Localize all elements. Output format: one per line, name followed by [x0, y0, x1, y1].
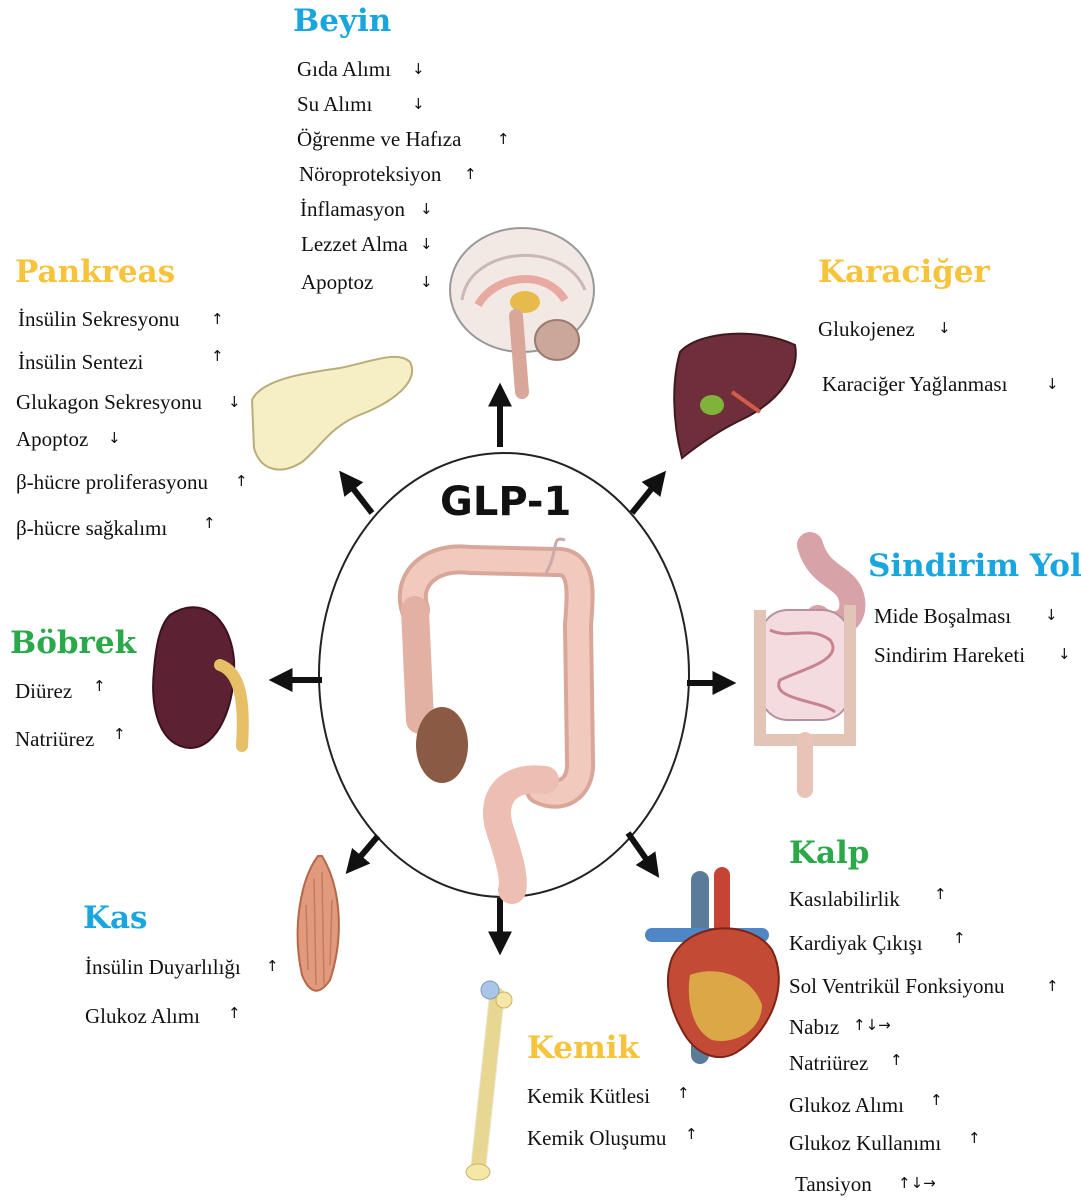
liver-effect-label: Glukojenez: [818, 319, 915, 340]
digestive-illustration: [760, 545, 852, 790]
brain-effect-label: Gıda Alımı: [297, 59, 391, 80]
brain-effect-label: Su Alımı: [297, 94, 372, 115]
heart-effect-arrow: ↑: [953, 931, 966, 946]
kidney-illustration: [153, 607, 243, 748]
brain-effect-arrow: ↓: [420, 275, 433, 290]
liver-title: Karaciğer: [818, 257, 990, 288]
kidney-effect-arrow: ↑: [93, 679, 106, 694]
pancreas-effect-label: Glukagon Sekresyonu: [16, 392, 202, 413]
heart-effect-label: Sol Ventrikül Fonksiyonu: [789, 976, 1004, 997]
bone-title: Kemik: [527, 1033, 639, 1064]
brain-effect-arrow: ↓: [412, 62, 425, 77]
digestive-effect-arrow: ↓: [1058, 647, 1071, 662]
heart-effect-label: Nabız: [789, 1017, 839, 1038]
pancreas-effect-arrow: ↑: [211, 312, 224, 327]
heart-effect-arrow: ↑: [1046, 979, 1059, 994]
brain-effect-arrow: ↓: [412, 97, 425, 112]
heart-effect-arrow: ↑: [930, 1093, 943, 1108]
brain-effect-label: İnflamasyon: [300, 199, 405, 220]
heart-effect-label: Glukoz Alımı: [789, 1095, 904, 1116]
pancreas-effect-label: İnsülin Sekresyonu: [18, 309, 180, 330]
pancreas-title: Pankreas: [15, 257, 175, 288]
muscle-title: Kas: [83, 903, 147, 934]
kidney-effect-label: Diürez: [15, 681, 72, 702]
heart-effect-label: Natriürez: [789, 1053, 868, 1074]
heart-effect-label: Glukoz Kullanımı: [789, 1133, 941, 1154]
digestive-effect-label: Sindirim Hareketi: [874, 645, 1025, 666]
brain-effect-label: Öğrenme ve Hafıza: [297, 129, 461, 150]
digestive-effect-label: Mide Boşalması: [874, 606, 1011, 627]
brain-illustration: [450, 228, 594, 392]
arrow-to-liver: [632, 482, 657, 513]
digestive-effect-arrow: ↓: [1045, 608, 1058, 623]
liver-effect-arrow: ↓: [938, 321, 951, 336]
bone-effect-arrow: ↑: [685, 1127, 698, 1142]
pancreas-effect-arrow: ↓: [108, 431, 121, 446]
brain-effect-arrow: ↑: [464, 167, 477, 182]
bone-effect-label: Kemik Kütlesi: [527, 1086, 650, 1107]
muscle-effect-label: İnsülin Duyarlılığı: [85, 957, 241, 978]
heart-title: Kalp: [789, 838, 869, 869]
kidney-title: Böbrek: [10, 628, 136, 659]
arrow-to-heart: [628, 833, 651, 866]
brain-effect-label: Lezzet Alma: [301, 234, 408, 255]
muscle-illustration: [298, 856, 339, 991]
heart-effect-label: Kardiyak Çıkışı: [789, 933, 923, 954]
liver-illustration: [674, 334, 796, 458]
bone-effect-label: Kemik Oluşumu: [527, 1128, 666, 1149]
pancreas-effect-label: β-hücre proliferasyonu: [16, 472, 208, 493]
pancreas-effect-label: İnsülin Sentezi: [18, 352, 143, 373]
digestive-title: Sindirim Yolu: [868, 551, 1081, 582]
arrow-to-pancreas: [348, 482, 372, 513]
heart-effect-arrow: ↑: [890, 1053, 903, 1068]
arrow-to-muscle: [355, 836, 378, 863]
bone-illustration: [466, 981, 512, 1180]
bone-effect-arrow: ↑: [677, 1086, 690, 1101]
liver-effect-arrow: ↓: [1046, 377, 1059, 392]
brain-title: Beyin: [293, 6, 391, 37]
pancreas-effect-arrow: ↑: [203, 516, 216, 531]
kidney-effect-label: Natriürez: [15, 729, 94, 750]
muscle-effect-arrow: ↑: [228, 1006, 241, 1021]
muscle-effect-label: Glukoz Alımı: [85, 1006, 200, 1027]
heart-effect-arrow: ↑↓→: [898, 1176, 936, 1191]
pancreas-effect-label: Apoptoz: [16, 429, 88, 450]
muscle-effect-arrow: ↑: [266, 959, 279, 974]
brain-effect-arrow: ↓: [420, 202, 433, 217]
brain-effect-label: Apoptoz: [301, 272, 373, 293]
kidney-effect-arrow: ↑: [113, 727, 126, 742]
pancreas-illustration: [252, 357, 412, 470]
center-title: GLP-1: [440, 482, 571, 522]
pancreas-effect-label: β-hücre sağkalımı: [16, 518, 167, 539]
pancreas-effect-arrow: ↓: [228, 395, 241, 410]
heart-effect-arrow: ↑↓→: [853, 1018, 891, 1033]
pancreas-effect-arrow: ↑: [235, 474, 248, 489]
heart-effect-arrow: ↑: [968, 1131, 981, 1146]
heart-effect-label: Tansiyon: [795, 1174, 872, 1195]
pancreas-effect-arrow: ↑: [211, 349, 224, 364]
heart-effect-arrow: ↑: [934, 887, 947, 902]
heart-illustration: [652, 875, 779, 1057]
brain-effect-arrow: ↓: [420, 237, 433, 252]
heart-effect-label: Kasılabilirlik: [789, 889, 900, 910]
liver-effect-label: Karaciğer Yağlanması: [822, 374, 1007, 395]
brain-effect-label: Nöroproteksiyon: [299, 164, 441, 185]
brain-effect-arrow: ↑: [497, 132, 510, 147]
